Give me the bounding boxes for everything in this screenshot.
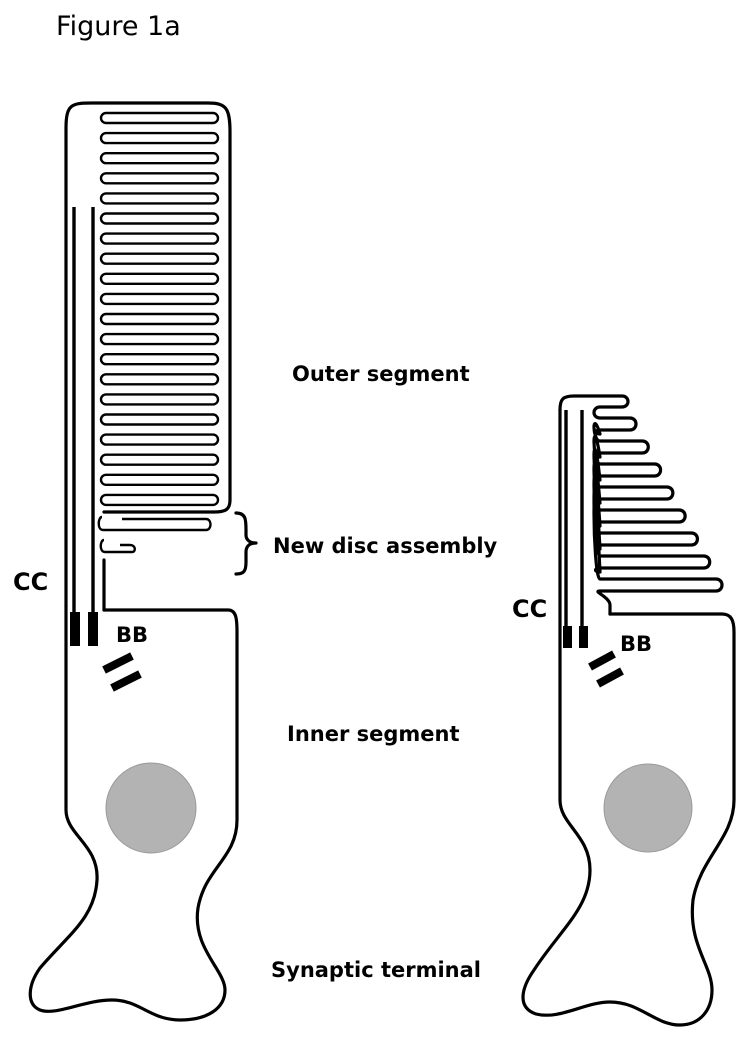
label-cc-rod: CC — [13, 568, 48, 596]
rod-centriole-1 — [102, 652, 134, 674]
rod-disc — [99, 172, 220, 185]
rod-disc — [99, 332, 220, 346]
cone-outer-segment-membrane — [558, 394, 724, 616]
rod-disc — [99, 232, 220, 245]
rod-disc — [99, 312, 220, 326]
cone-centriole-1 — [588, 650, 616, 671]
label-outer-segment: Outer segment — [292, 362, 470, 386]
rod-disc — [99, 151, 220, 165]
rod-basal-body-2 — [88, 612, 98, 646]
rod-disc — [99, 252, 220, 265]
rod-basal-body-1 — [70, 612, 80, 646]
cone-basal-body-1 — [563, 626, 572, 648]
rod-outer-segment-membrane — [64, 101, 232, 608]
label-inner-segment: Inner segment — [287, 722, 460, 746]
figure-title: Figure 1a — [56, 11, 181, 42]
label-bb-cone: BB — [620, 632, 652, 656]
rod-disc — [99, 353, 220, 366]
cone-nucleus — [603, 763, 693, 853]
label-bb-rod: BB — [116, 623, 148, 647]
cone-basal-body-2 — [579, 626, 588, 648]
rod-disc — [99, 493, 220, 507]
label-new-disc-assembly: New disc assembly — [273, 534, 498, 558]
nascent-disc-2 — [99, 538, 136, 554]
rod-disc — [99, 272, 220, 285]
label-cc-cone: CC — [512, 595, 547, 623]
rod-disc — [99, 473, 220, 486]
new-disc-assembly-brace — [234, 511, 258, 576]
rod-disc-stack — [99, 111, 220, 507]
rod-centriole-2 — [110, 670, 142, 692]
rod-disc — [99, 393, 220, 406]
rod-disc — [99, 111, 220, 125]
rod-disc — [99, 212, 220, 225]
rod-disc — [99, 131, 220, 145]
rod-disc — [99, 433, 220, 446]
rod-nucleus — [105, 762, 197, 854]
cone-centriole-2 — [596, 667, 624, 688]
rod-inner-segment-membrane — [28, 604, 239, 1022]
rod-disc — [99, 192, 220, 205]
rod-disc — [99, 373, 220, 386]
rod-cell — [28, 101, 239, 1022]
rod-disc — [99, 292, 220, 306]
cone-inner-segment-membrane — [521, 408, 736, 1027]
nascent-disc-1 — [97, 515, 212, 532]
label-synaptic-terminal: Synaptic terminal — [271, 958, 481, 982]
cone-cell — [521, 394, 736, 1027]
rod-disc — [99, 453, 220, 466]
rod-disc — [99, 413, 220, 426]
